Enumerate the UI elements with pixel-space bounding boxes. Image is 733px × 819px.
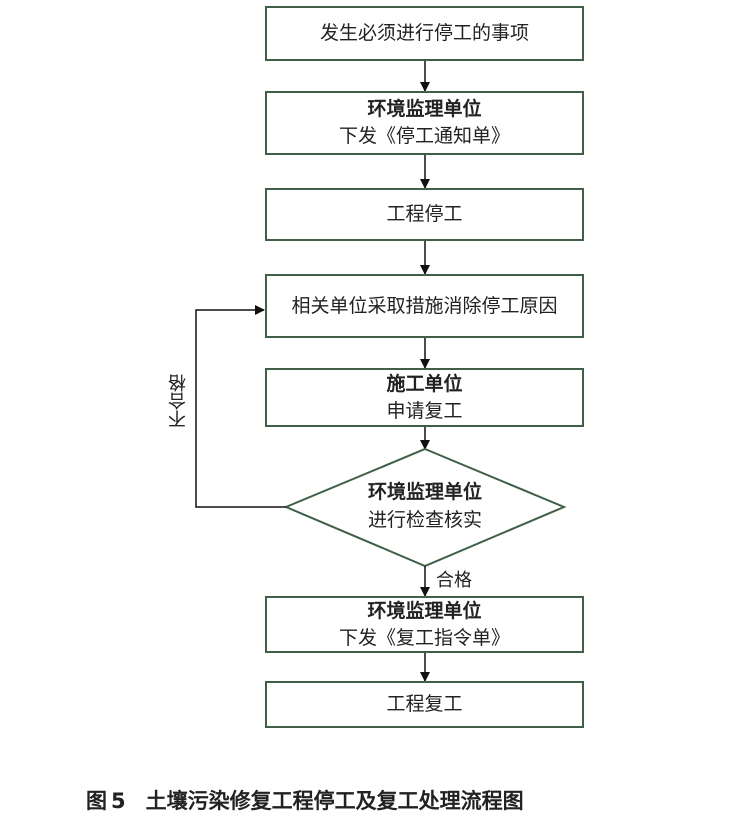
step-stop-notice-body: 下发《停工通知单》 xyxy=(338,125,510,147)
step-work-stop: 工程停工 xyxy=(265,188,584,241)
step-work-resume: 工程复工 xyxy=(265,681,584,728)
step-apply-resume-title: 施工单位 xyxy=(386,372,463,395)
fail-label: 不合格 xyxy=(168,374,189,428)
caption-prefix: 图 xyxy=(86,789,107,813)
step-resume-order-title: 环境监理单位 xyxy=(367,599,482,622)
step-apply-resume-body: 申请复工 xyxy=(386,399,463,422)
step-eliminate-cause: 相关单位采取措施消除停工原因 xyxy=(265,274,584,338)
step-stop-notice: 环境监理单位 下发《停工通知单》 xyxy=(265,91,584,155)
step-work-resume-text: 工程复工 xyxy=(386,693,463,715)
step-stop-notice-title: 环境监理单位 xyxy=(367,98,482,120)
step-resume-order-body: 下发《复工指令单》 xyxy=(338,626,510,649)
step-resume-order: 环境监理单位 下发《复工指令单》 xyxy=(265,596,584,653)
caption-number: 5 xyxy=(111,789,126,813)
step-apply-resume: 施工单位 申请复工 xyxy=(265,368,584,427)
decision-title: 环境监理单位 xyxy=(367,481,482,503)
pass-label: 合格 xyxy=(436,570,472,591)
caption-text: 土壤污染修复工程停工及复工处理流程图 xyxy=(145,789,524,813)
decision-text: 环境监理单位 进行检查核实 xyxy=(300,478,550,534)
step-stop-event: 发生必须进行停工的事项 xyxy=(265,6,584,61)
step-stop-event-text: 发生必须进行停工的事项 xyxy=(319,22,529,44)
fail-feedback-line xyxy=(195,305,286,508)
decision-body: 进行检查核实 xyxy=(367,509,482,531)
step-eliminate-cause-text: 相关单位采取措施消除停工原因 xyxy=(291,294,558,317)
step-work-stop-text: 工程停工 xyxy=(386,203,463,225)
